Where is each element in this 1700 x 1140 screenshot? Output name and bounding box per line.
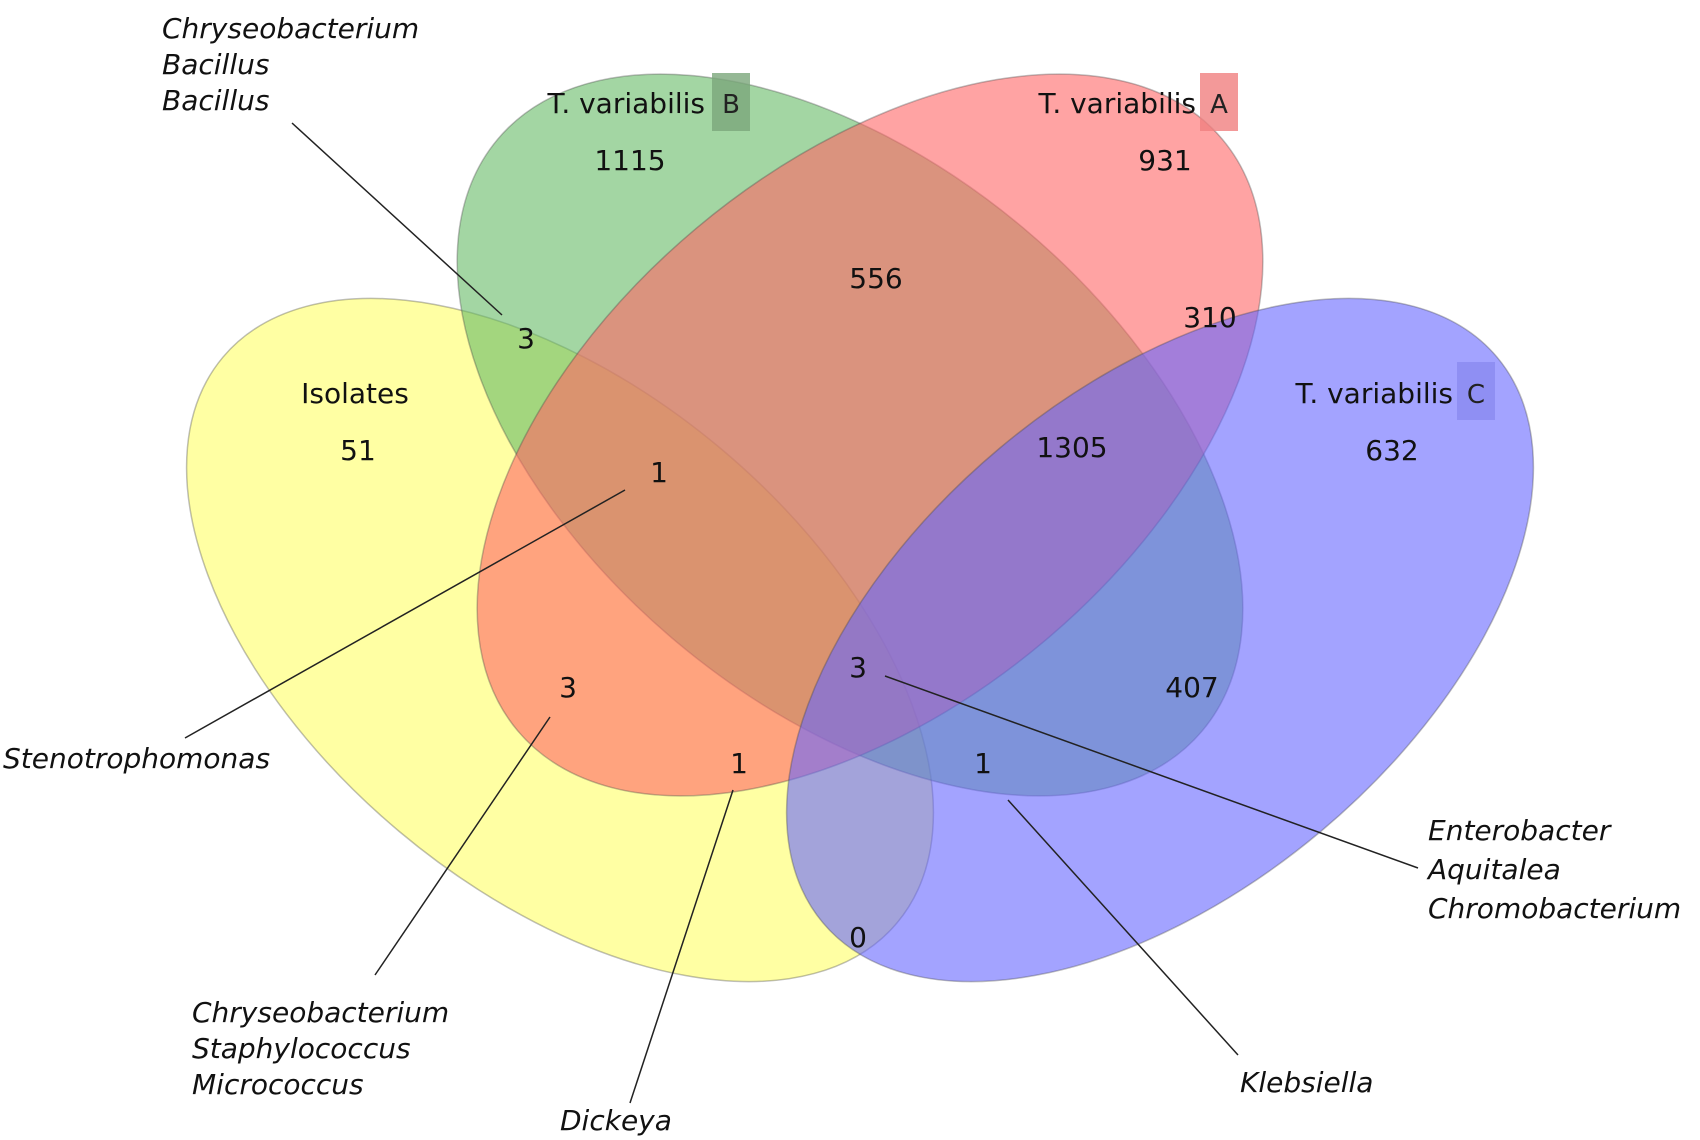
- count-tvb-only: 1115: [594, 144, 665, 177]
- annotation-bottom-right-line-1: Klebsiella: [1240, 1066, 1373, 1099]
- count-isolates-tvc: 0: [849, 921, 867, 954]
- count-isolates-tvb: 3: [517, 322, 535, 355]
- count-tvc-only: 632: [1365, 434, 1418, 467]
- count-tvb-tva: 556: [849, 262, 902, 295]
- count-tvb-tva-tvc: 1305: [1036, 431, 1107, 464]
- count-isolates-tvb-tvc: 1: [974, 747, 992, 780]
- leader-right: [884, 675, 1419, 869]
- annotation-left-line-1: Stenotrophomonas: [3, 742, 270, 775]
- count-isolates-tva-tvc: 1: [730, 747, 748, 780]
- annotation-right-line-1: Enterobacter: [1428, 814, 1612, 847]
- count-all-four: 3: [849, 651, 867, 684]
- tvb-suffix-badge: [712, 73, 750, 131]
- count-tva-only: 931: [1138, 144, 1191, 177]
- annotation-bottom-left-line-1: Chryseobacterium: [192, 996, 449, 1029]
- annotation-bottom-left-line-2: Staphylococcus: [192, 1032, 411, 1065]
- count-tva-tvc: 310: [1183, 301, 1236, 334]
- leader-bottom-right: [1007, 799, 1239, 1056]
- annotation-top-left-line-2: Bacillus: [162, 48, 269, 81]
- set-label-tva: T. variabilis: [1038, 87, 1196, 120]
- annotation-top-left: Chryseobacterium Bacillus Bacillus: [162, 12, 428, 117]
- annotation-right-line-3: Chromobacterium: [1428, 892, 1681, 925]
- set-suffix-tvc: C: [1467, 380, 1485, 410]
- leader-bottom-left: [374, 716, 551, 976]
- ellipse-tvc: [785, 297, 1535, 983]
- annotation-bottom: Dickeya: [560, 1104, 672, 1137]
- count-isolates-tva: 3: [559, 671, 577, 704]
- set-label-tvb: T. variabilis: [547, 87, 705, 120]
- annotation-left: Stenotrophomonas: [3, 742, 270, 775]
- tva-suffix-badge: [1200, 73, 1238, 131]
- leader-top-left: [291, 122, 503, 316]
- set-label-isolates: Isolates: [301, 377, 409, 410]
- annotation-bottom-right: Klebsiella: [1240, 1066, 1373, 1099]
- leader-left: [184, 489, 626, 739]
- count-isolates-tvb-tva: 1: [650, 456, 668, 489]
- annotation-bottom-left: Chryseobacterium Staphylococcus Micrococ…: [192, 996, 458, 1101]
- annotation-right: Enterobacter Aquitalea Chromobacterium: [1426, 814, 1681, 925]
- set-label-tvc: T. variabilis: [1295, 377, 1453, 410]
- count-isolates-only: 51: [340, 434, 376, 467]
- tvc-suffix-badge: [1457, 362, 1495, 420]
- annotation-bottom-left-line-3: Micrococcus: [192, 1068, 364, 1101]
- count-tva-tvc-only: 407: [1165, 671, 1218, 704]
- annotation-right-line-2: Aquitalea: [1426, 853, 1561, 886]
- set-suffix-tvb: B: [722, 90, 740, 120]
- leader-bottom: [629, 789, 734, 1104]
- annotation-bottom-line-1: Dickeya: [560, 1104, 672, 1137]
- annotation-top-left-line-3: Bacillus: [162, 84, 269, 117]
- annotation-top-left-line-1: Chryseobacterium: [162, 12, 419, 45]
- set-suffix-tva: A: [1210, 90, 1228, 120]
